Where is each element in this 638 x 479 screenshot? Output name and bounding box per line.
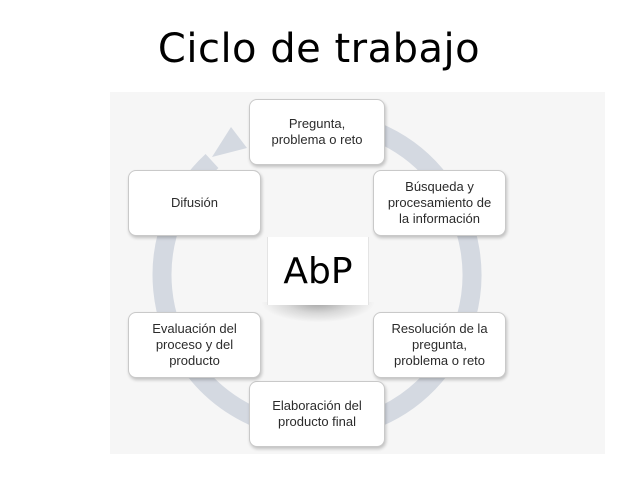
center-label: AbP — [283, 250, 353, 292]
step-question: Pregunta, problema o reto — [249, 99, 385, 165]
step-diffusion: Difusión — [128, 170, 261, 236]
cycle-arrowhead — [212, 127, 247, 157]
step-final-product: Elaboración del producto final — [249, 381, 385, 447]
step-evaluation: Evaluación del proceso y del producto — [128, 312, 261, 378]
step-search: Búsqueda y procesamiento de la informaci… — [373, 170, 506, 236]
center-card-shadow — [262, 302, 374, 322]
center-label-card: AbP — [267, 237, 369, 305]
slide-title: Ciclo de trabajo — [157, 26, 481, 72]
step-resolution: Resolución de la pregunta, problema o re… — [373, 312, 506, 378]
